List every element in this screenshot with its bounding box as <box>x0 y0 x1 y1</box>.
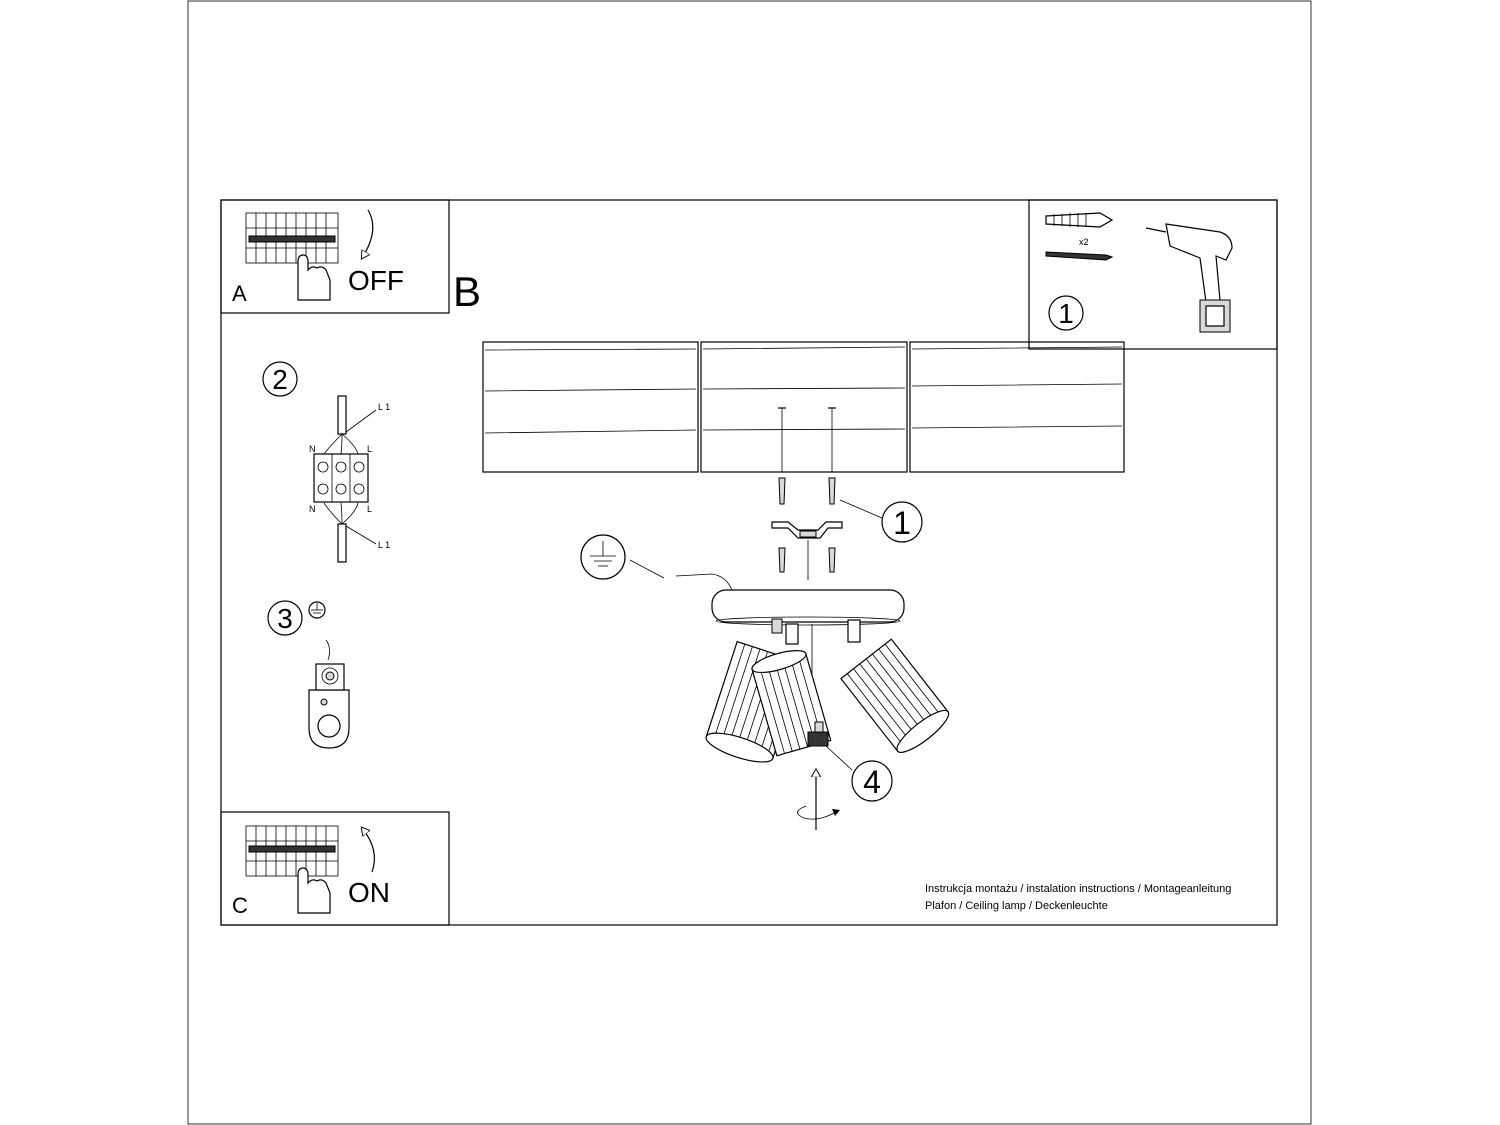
wiring-neutral-bottom: N <box>309 504 316 514</box>
set-screw-icon <box>807 721 829 747</box>
mounting-hardware <box>771 407 883 580</box>
wiring-step-number: 2 <box>272 364 288 395</box>
rotate-arrow-icon <box>362 828 375 873</box>
mount-step-number: 1 <box>893 505 911 541</box>
screw-step-number: 4 <box>863 764 881 800</box>
tools-panel: x2 1 <box>1028 199 1278 350</box>
ground-symbol-icon <box>580 534 626 580</box>
terminal-block-icon <box>313 453 369 503</box>
tools-quantity: x2 <box>1079 237 1089 247</box>
diagram-frame <box>220 199 1278 926</box>
panel-a: OFF A <box>220 199 450 314</box>
tools-step-number: 1 <box>1058 298 1074 329</box>
ground-step: 3 <box>267 600 350 749</box>
wiring-step: 2 L 1 L 1 N L N L <box>262 361 390 563</box>
panel-c: ON C <box>220 811 450 926</box>
caption-line-2: Plafon / Ceiling lamp / Deckenleuchte <box>925 900 1108 912</box>
rotate-arrow-icon <box>362 209 374 258</box>
hand-icon <box>297 867 331 914</box>
panel-a-letter: A <box>232 281 247 306</box>
panel-b-letter: B <box>453 268 481 315</box>
panel-c-letter: C <box>232 893 248 918</box>
mounting-bracket-icon <box>771 521 843 539</box>
page-frame <box>187 0 1312 1125</box>
screw-icon <box>1045 251 1114 261</box>
ground-clamp-icon <box>308 663 350 749</box>
wiring-live-bottom: L <box>367 504 372 514</box>
hand-icon <box>297 254 331 301</box>
ground-symbol-icon <box>308 601 326 619</box>
wiring-top-line-label: L 1 <box>378 402 390 412</box>
wiring-neutral-top: N <box>309 444 316 454</box>
fuse-box-icon <box>245 825 339 877</box>
drill-icon <box>1145 223 1233 333</box>
rotation-arrow-icon <box>797 770 840 830</box>
caption-line-1: Instrukcja montażu / instalation instruc… <box>925 883 1231 895</box>
panel-c-action: ON <box>348 877 390 908</box>
ceiling-panels <box>482 341 1125 473</box>
ground-step-number: 3 <box>277 603 293 634</box>
wall-plug-icon <box>1045 212 1114 228</box>
panel-a-action: OFF <box>348 265 404 296</box>
fuse-box-icon <box>245 212 339 264</box>
wiring-bottom-line-label: L 1 <box>378 540 390 550</box>
wiring-live-top: L <box>367 444 372 454</box>
ceiling-lamp-icon <box>705 589 950 763</box>
